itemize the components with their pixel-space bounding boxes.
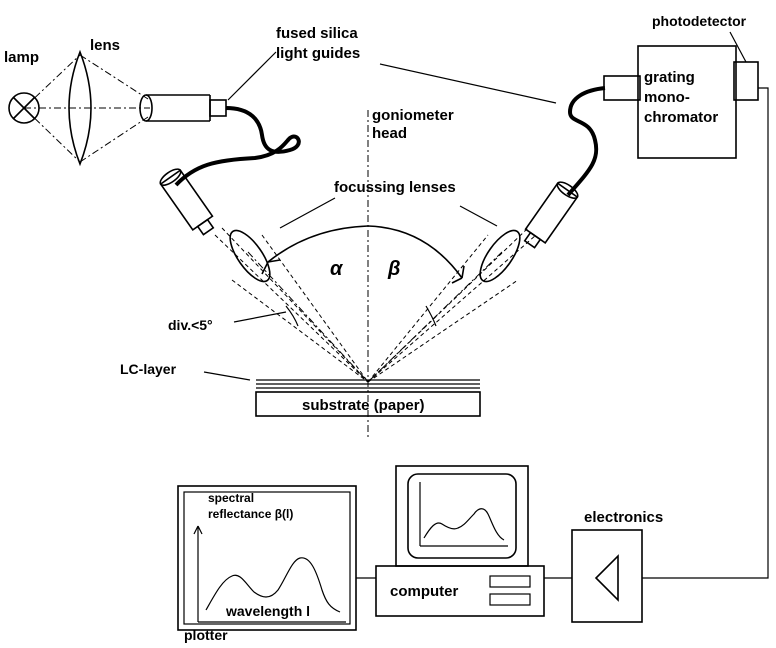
monochromator-label-1: grating [644,69,695,86]
plotter-label: plotter [184,627,228,643]
input-light-guide-end [139,94,227,122]
alpha-symbol: α [330,258,344,280]
amplifier-triangle [594,554,619,602]
beta-arrowhead [451,265,465,284]
divergence-pointer [233,311,287,323]
substrate-label: substrate (paper) [302,397,425,414]
left-optical-fiber [174,106,301,187]
light-guides-pointer-right [379,63,557,104]
lamp-label: lamp [4,49,39,66]
left-focussing-lens [229,229,271,283]
divergence-arc-left [285,305,299,327]
electronics-box [571,529,643,623]
focussing-lenses-label: focussing lenses [334,179,456,196]
beta-symbol: β [387,258,400,280]
plotter-spectrum-plot [193,525,346,623]
electronics-label: electronics [584,509,663,526]
substrate [255,391,481,417]
monochromator-label-3: chromator [644,109,718,126]
photodetector-label: photodetector [652,13,747,29]
lc-layer-label: LC-layer [120,361,177,377]
computer-unit [375,465,545,617]
focussing-lenses-pointer-right [459,205,498,227]
alpha-arc [267,225,369,263]
focussing-lenses-pointer-left [279,197,336,229]
light-guides-label-1: fused silica [276,25,358,42]
beta-arc [367,225,463,279]
divergence-label: div.<5° [168,317,213,333]
divergence-arc-right [425,305,437,327]
goniometer-label-1: goniometer [372,107,454,124]
goniometer-label-2: head [372,125,407,142]
reflected-beam [367,227,537,383]
lens-label: lens [90,37,120,54]
detector-cable [642,87,769,579]
right-optical-fiber [566,86,606,197]
light-guides-label-2: light guides [276,45,360,62]
lamp-light-cone [23,54,150,163]
computer-label: computer [390,583,459,600]
incident-beam [214,227,369,383]
plotter-frame [177,485,357,631]
monitor-spectrum-plot [419,482,508,547]
photodetector-pointer [729,31,747,63]
plot-ylabel-1: spectral [208,491,254,505]
right-focussing-lens [479,229,521,283]
lc-layer [256,379,480,389]
lc-layer-pointer [203,371,251,381]
plot-ylabel-2: reflectance β(l) [208,507,293,521]
plot-xlabel: wavelength l [225,603,310,619]
alpha-arrowhead [261,259,281,275]
monochromator-label-2: mono- [644,89,690,106]
plotter-paper [183,491,351,625]
light-guides-pointer-left [227,51,277,101]
left-collimator [159,168,215,236]
right-collimator [523,181,579,249]
condenser-lens [68,49,92,167]
